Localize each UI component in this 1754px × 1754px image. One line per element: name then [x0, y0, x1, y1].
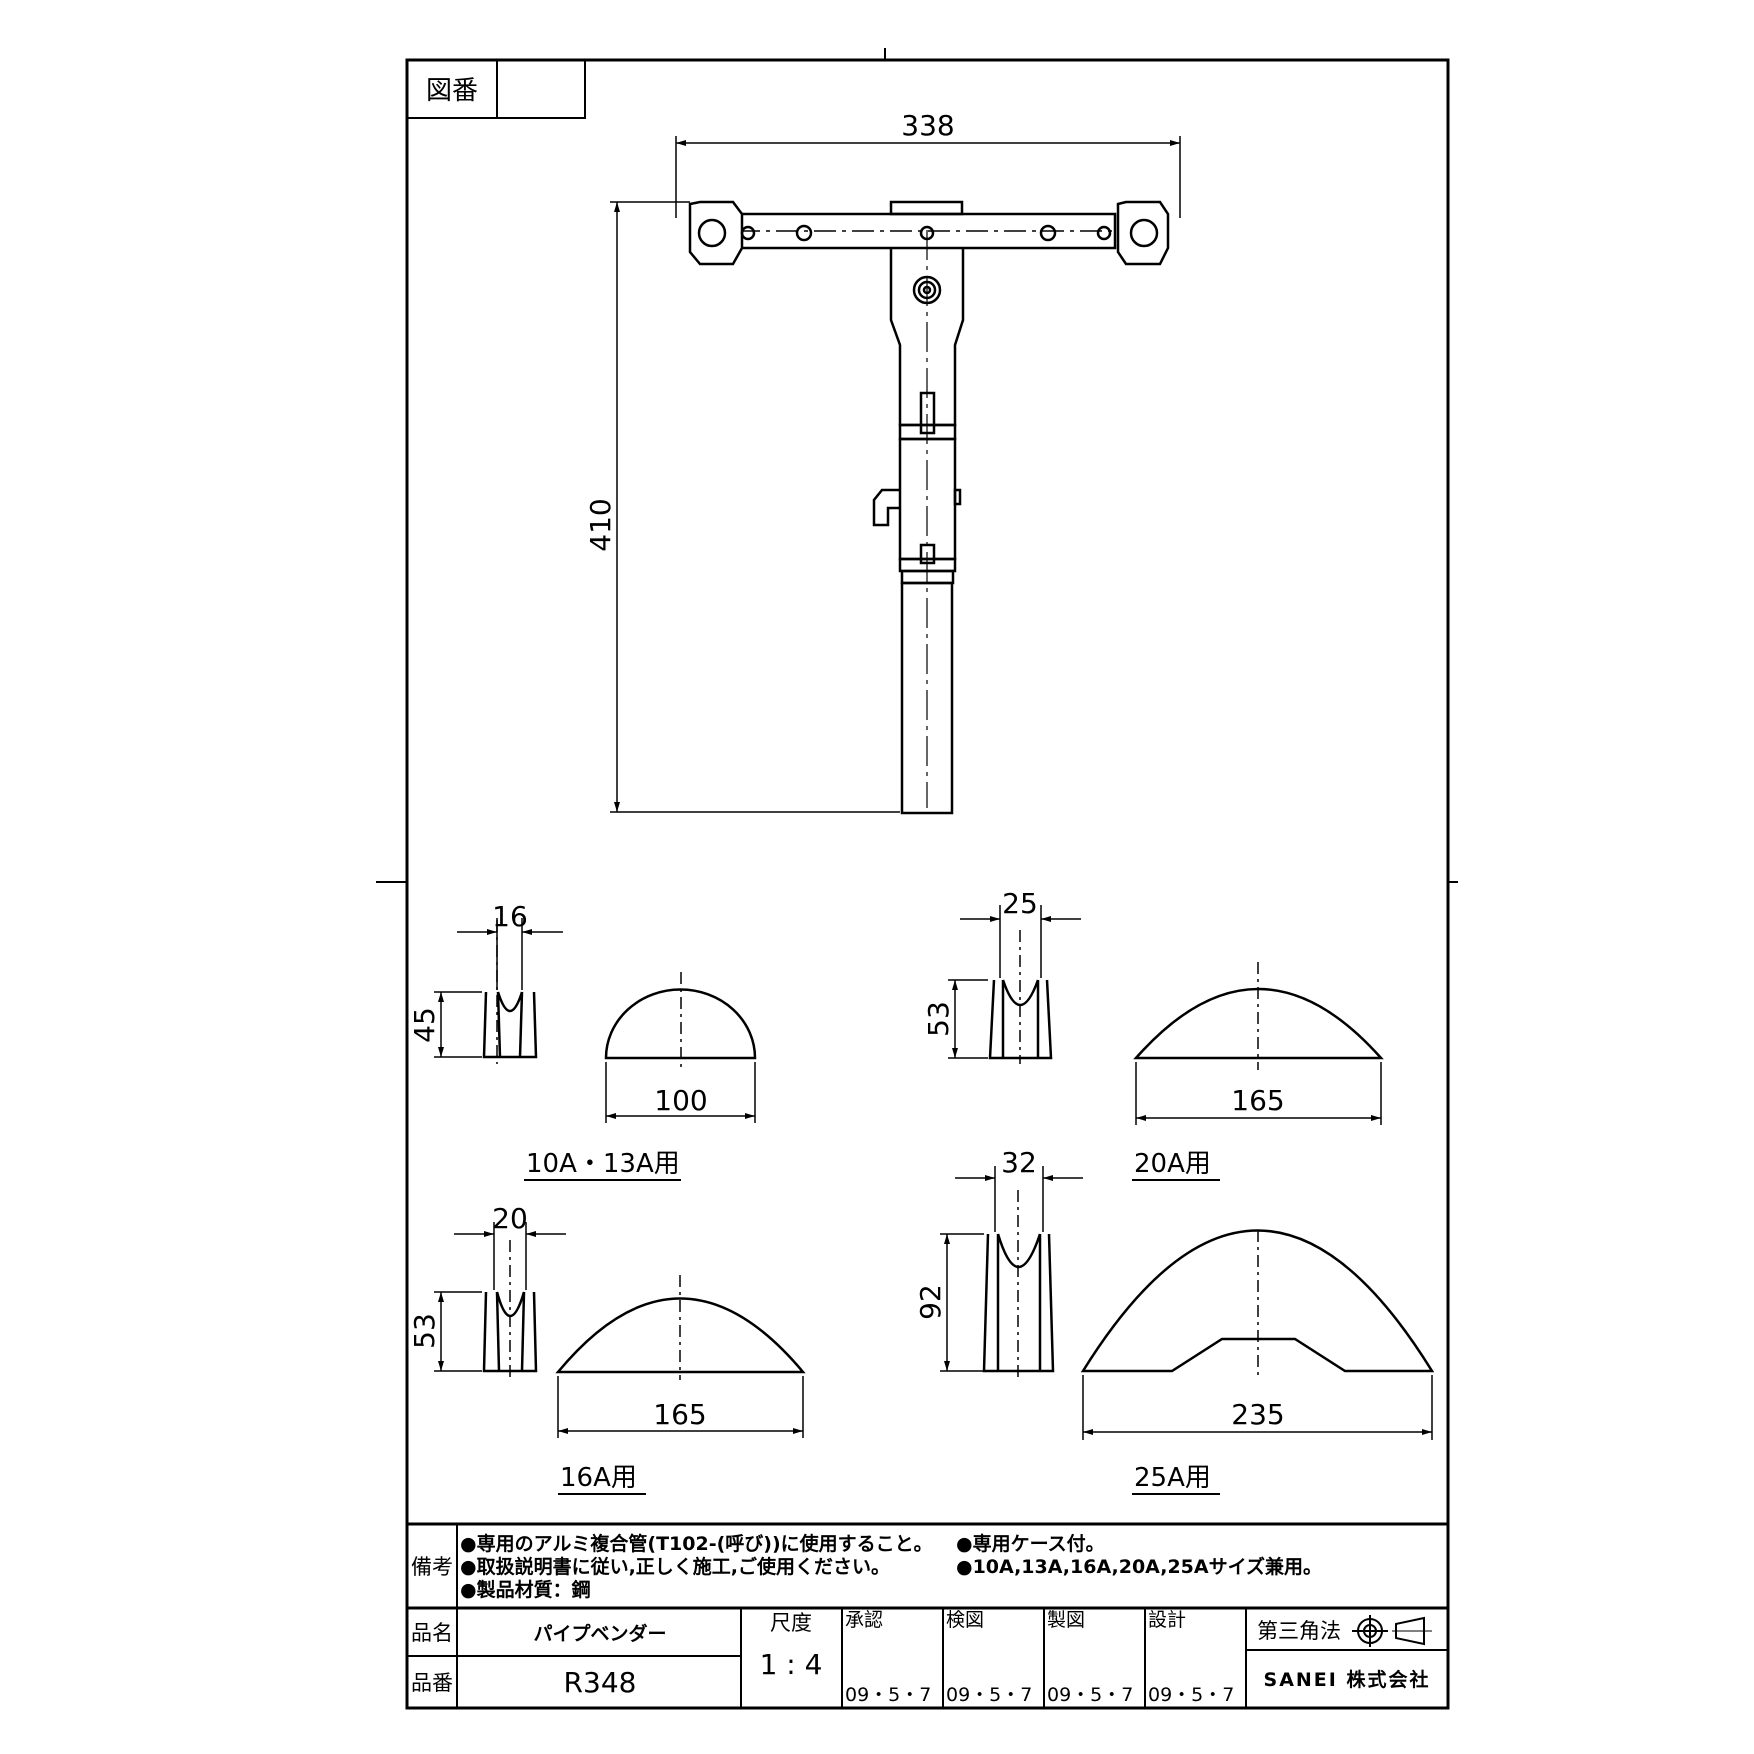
drawing-border [405, 58, 1450, 1710]
dim-overall-height: 410 [584, 498, 617, 551]
scale-label: 尺度 [770, 1611, 812, 1635]
approval-date-2: 09・5・7 [946, 1684, 1032, 1706]
part3-width-dim: 20 [492, 1202, 528, 1235]
part1-width-dim: 16 [492, 900, 528, 933]
approval-label-3: 製図 [1047, 1609, 1085, 1631]
approval-label-1: 承認 [845, 1609, 883, 1631]
part2-caption: 20A用 [1134, 1149, 1211, 1179]
scale-value: 1 : 4 [760, 1648, 823, 1681]
product-name-value: パイプベンダー [533, 1622, 666, 1645]
part2-height-dim: 53 [922, 1001, 955, 1037]
product-number-label: 品番 [411, 1671, 453, 1695]
part3-caption: 16A用 [560, 1463, 637, 1493]
approval-label-4: 設計 [1148, 1609, 1186, 1631]
drawing-number-box: 図番 [406, 59, 586, 119]
remark-line-1: ●専用のアルミ複合管(T102-(呼び))に使用すること。 [460, 1532, 933, 1555]
part2-length-dim: 165 [1231, 1084, 1284, 1117]
dim-overall-width: 338 [901, 109, 954, 142]
approval-date-1: 09・5・7 [845, 1684, 931, 1706]
part4-length-dim: 235 [1231, 1398, 1284, 1431]
approval-date-4: 09・5・7 [1148, 1684, 1234, 1706]
remark-right-line-1: ●専用ケース付。 [956, 1532, 1105, 1555]
part3-length-dim: 165 [653, 1398, 706, 1431]
part3-height-dim: 53 [408, 1313, 441, 1349]
approval-label-2: 検図 [946, 1609, 984, 1631]
part-16a: 20 53 165 16A用 [408, 1202, 806, 1495]
part4-width-dim: 32 [1001, 1146, 1037, 1179]
projection-label: 第三角法 [1257, 1619, 1341, 1643]
part-20a: 25 53 165 20A用 [922, 887, 1384, 1181]
remarks-label: 備考 [411, 1555, 453, 1579]
approval-date-3: 09・5・7 [1047, 1684, 1133, 1706]
remark-right-line-2: ●10A,13A,16A,20A,25Aサイズ兼用。 [956, 1555, 1322, 1578]
third-angle-projection-icon [1352, 1615, 1432, 1647]
remark-line-3: ●製品材質：鋼 [460, 1578, 591, 1601]
part-10a-13a: 16 45 100 10A・13A用 [408, 900, 757, 1181]
title-block [407, 1606, 1448, 1708]
remarks-block: 備考 ●専用のアルミ複合管(T102-(呼び))に使用すること。 ●取扱説明書に… [407, 1522, 1448, 1608]
part2-width-dim: 25 [1002, 887, 1038, 920]
part-25a: 32 92 235 25A用 [914, 1146, 1435, 1495]
remark-line-2: ●取扱説明書に従い,正しく施工,ご使用ください。 [460, 1555, 890, 1578]
part1-caption: 10A・13A用 [526, 1149, 680, 1179]
main-dimension-lines [610, 136, 1181, 813]
part1-length-dim: 100 [654, 1084, 707, 1117]
company-name: SANEI 株式会社 [1264, 1668, 1431, 1691]
centering-marks [376, 48, 1458, 883]
pipe-bender-main-view [688, 200, 1170, 815]
product-number-value: R348 [564, 1666, 637, 1699]
part4-caption: 25A用 [1134, 1463, 1211, 1493]
part1-height-dim: 45 [408, 1007, 441, 1043]
part4-height-dim: 92 [914, 1284, 947, 1320]
drawing-number-label: 図番 [426, 76, 478, 106]
product-name-label: 品名 [411, 1621, 453, 1645]
